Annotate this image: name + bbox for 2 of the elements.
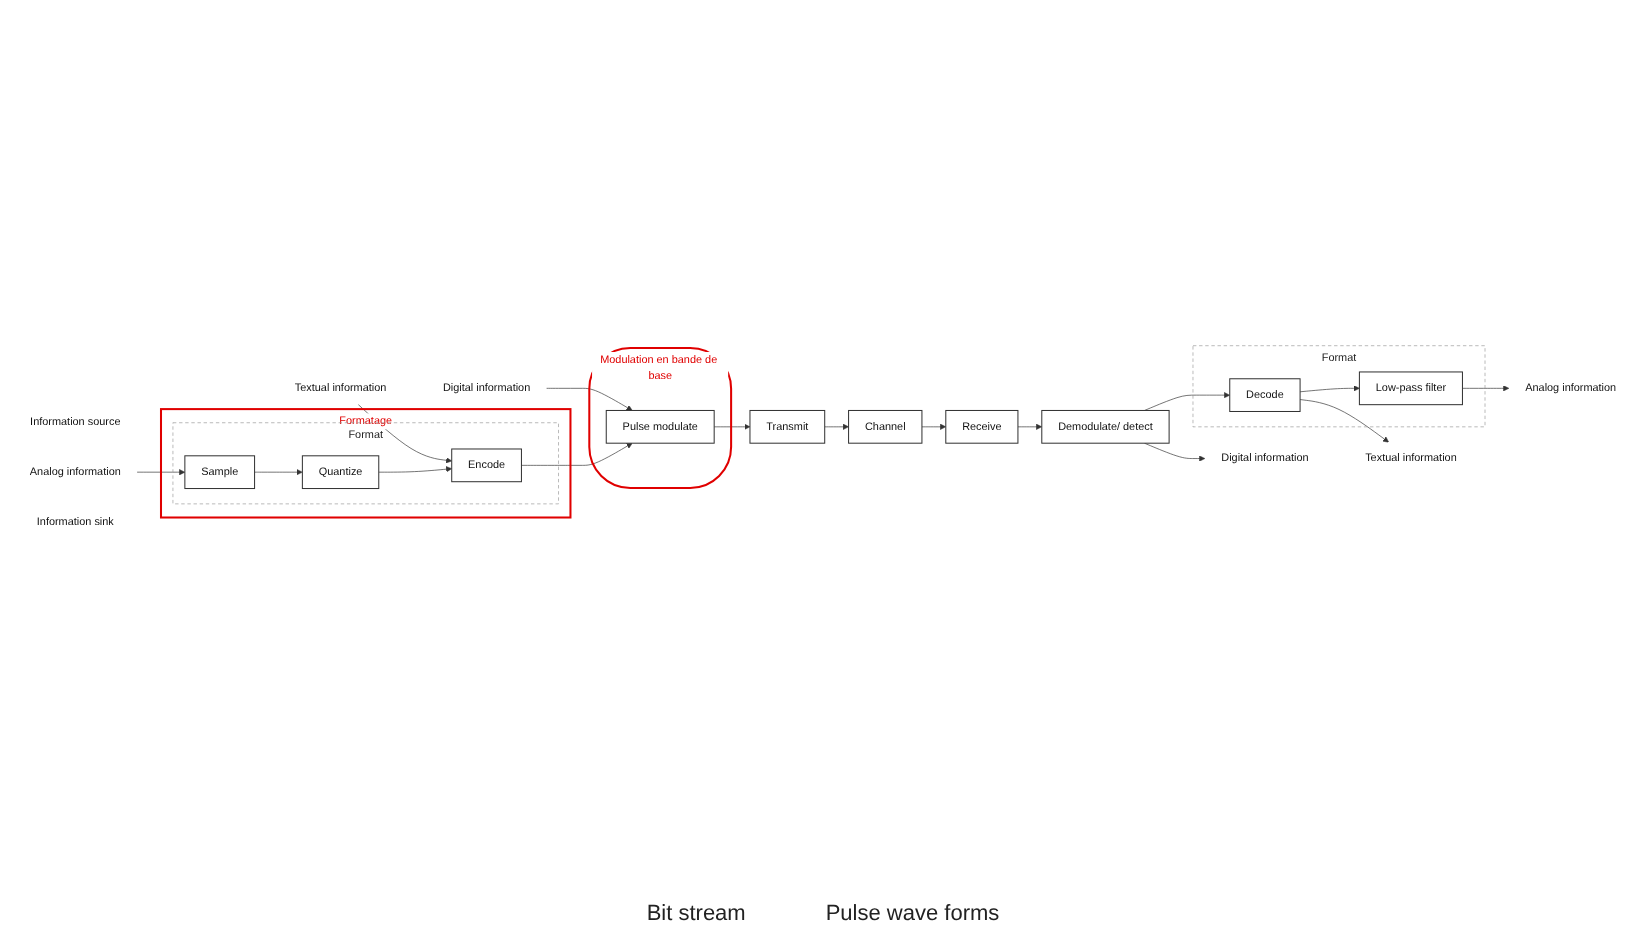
- signal-label: Bit stream: [646, 902, 746, 926]
- signal-label: Pulse wave forms: [825, 902, 1000, 926]
